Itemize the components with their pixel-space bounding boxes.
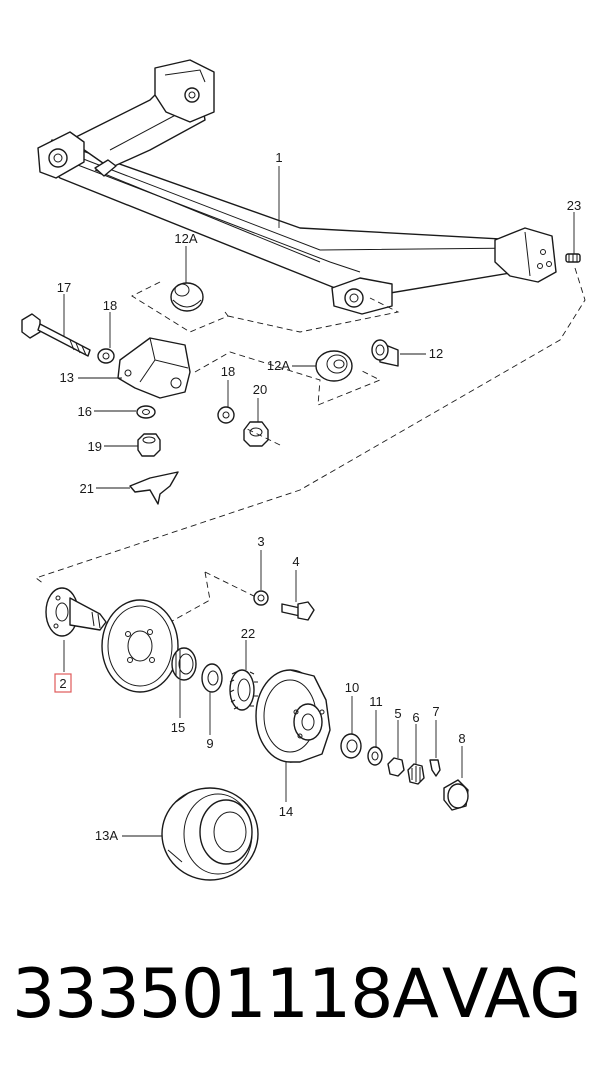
callout-13: 13 <box>60 370 74 385</box>
bearing-9 <box>201 663 223 693</box>
callout-labels: 1 23 12A 17 18 13 16 19 21 12A 12 18 20 … <box>57 150 581 843</box>
bearing-10 <box>340 733 362 759</box>
callout-10: 10 <box>345 680 359 695</box>
callout-22: 22 <box>241 626 255 641</box>
callout-8: 8 <box>458 731 465 746</box>
bush-12a-upper <box>170 282 204 312</box>
washer-16 <box>136 405 156 419</box>
callout-5: 5 <box>394 706 401 721</box>
brand-text: VAG <box>441 955 582 1034</box>
split-pin-7 <box>429 759 441 777</box>
bracket-13 <box>117 337 191 399</box>
bush-12 <box>371 339 399 367</box>
callout-23: 23 <box>567 198 581 213</box>
callout-19: 19 <box>88 439 102 454</box>
callout-20: 20 <box>253 382 267 397</box>
washer-18-left <box>97 348 115 364</box>
callout-12a-mid: 12A <box>267 358 290 373</box>
callout-6: 6 <box>412 710 419 725</box>
bush-12a-mid <box>315 350 353 382</box>
washer-18-right <box>217 406 235 424</box>
callout-18-left: 18 <box>103 298 117 313</box>
part-info-footer: 333501118A VAG <box>0 955 600 1075</box>
callout-15: 15 <box>171 720 185 735</box>
callout-16: 16 <box>78 404 92 419</box>
backing-plate <box>101 599 179 693</box>
callout-7: 7 <box>432 704 439 719</box>
seal-15 <box>171 647 197 681</box>
washer-11 <box>367 746 383 766</box>
castle-nut-6 <box>407 763 425 785</box>
dust-cap-8 <box>443 779 469 811</box>
callout-2-highlight <box>54 673 72 693</box>
clip-21 <box>129 471 179 505</box>
callout-12: 12 <box>429 346 443 361</box>
callout-14: 14 <box>279 804 293 819</box>
nut-19 <box>137 433 161 457</box>
rear-axle-beam <box>37 59 557 315</box>
callout-18-right: 18 <box>221 364 235 379</box>
callout-21: 21 <box>80 481 94 496</box>
part-23-stud <box>565 253 581 263</box>
callout-13a: 13A <box>95 828 118 843</box>
bearing-housing-13a <box>161 787 259 881</box>
abs-ring-22 <box>229 669 258 711</box>
exploded-parts-diagram: 1 23 12A 17 18 13 16 19 21 12A 12 18 20 … <box>21 59 586 881</box>
nut-20 <box>243 421 269 447</box>
callout-11: 11 <box>369 694 383 709</box>
part-number-text: 333501118A <box>12 955 439 1034</box>
callout-12a-upper: 12A <box>174 231 197 246</box>
callout-1: 1 <box>275 150 282 165</box>
bolt-17 <box>21 313 91 357</box>
bolt-4 <box>281 601 315 621</box>
brake-drum-14 <box>255 669 331 763</box>
callout-9: 9 <box>206 736 213 751</box>
callout-17: 17 <box>57 280 71 295</box>
leader-lines <box>63 166 575 837</box>
callout-3: 3 <box>257 534 264 549</box>
upper-assembly-outline <box>35 267 586 626</box>
callout-2: 2 <box>59 676 66 691</box>
nut-5 <box>387 757 405 777</box>
callout-4: 4 <box>292 554 299 569</box>
washer-3 <box>253 590 269 606</box>
stub-axle-2 <box>45 587 107 637</box>
